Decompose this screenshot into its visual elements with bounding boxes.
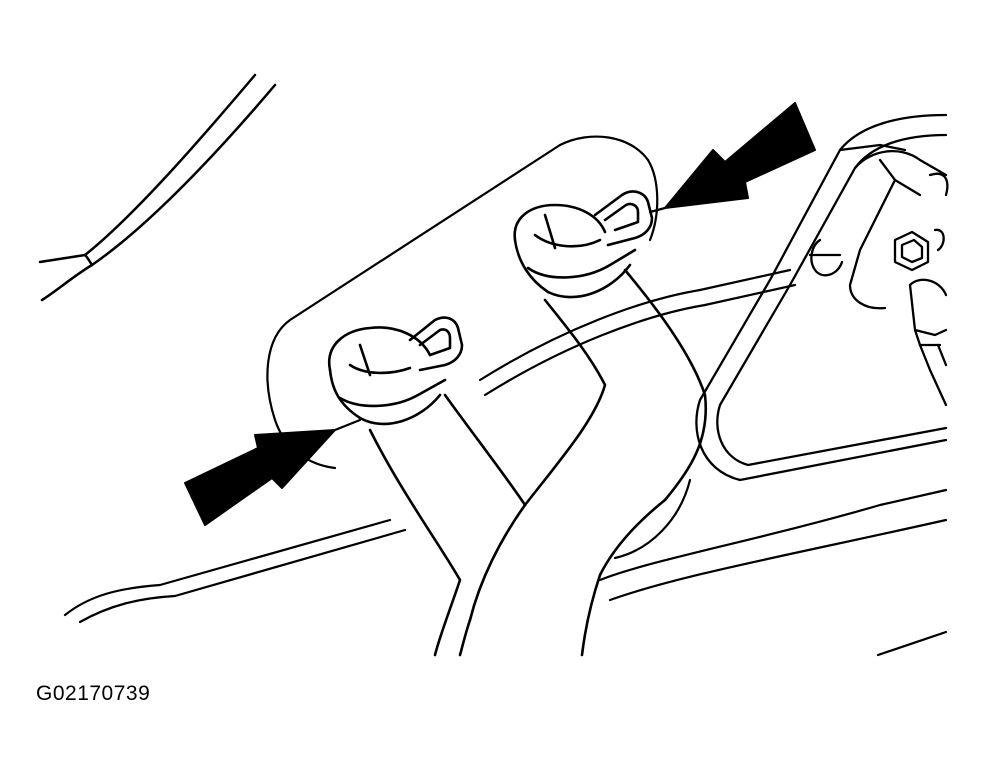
right-hose-clamp: [513, 190, 654, 299]
right-bracket-frame: [695, 113, 948, 482]
figure-id-label: G02170739: [36, 682, 151, 705]
right-arrow: [648, 102, 816, 214]
rail-tubes: [478, 268, 797, 397]
left-heater-hose: [368, 393, 527, 657]
body-panel: [63, 488, 948, 657]
right-pipe-fitting: [908, 278, 948, 407]
hex-bolt: [893, 172, 949, 272]
left-hose-clamp: [327, 316, 464, 426]
right-heater-hose: [458, 268, 708, 657]
firewall-plate: [266, 135, 692, 560]
cable-harness: [38, 73, 277, 302]
left-arrow: [184, 418, 362, 526]
